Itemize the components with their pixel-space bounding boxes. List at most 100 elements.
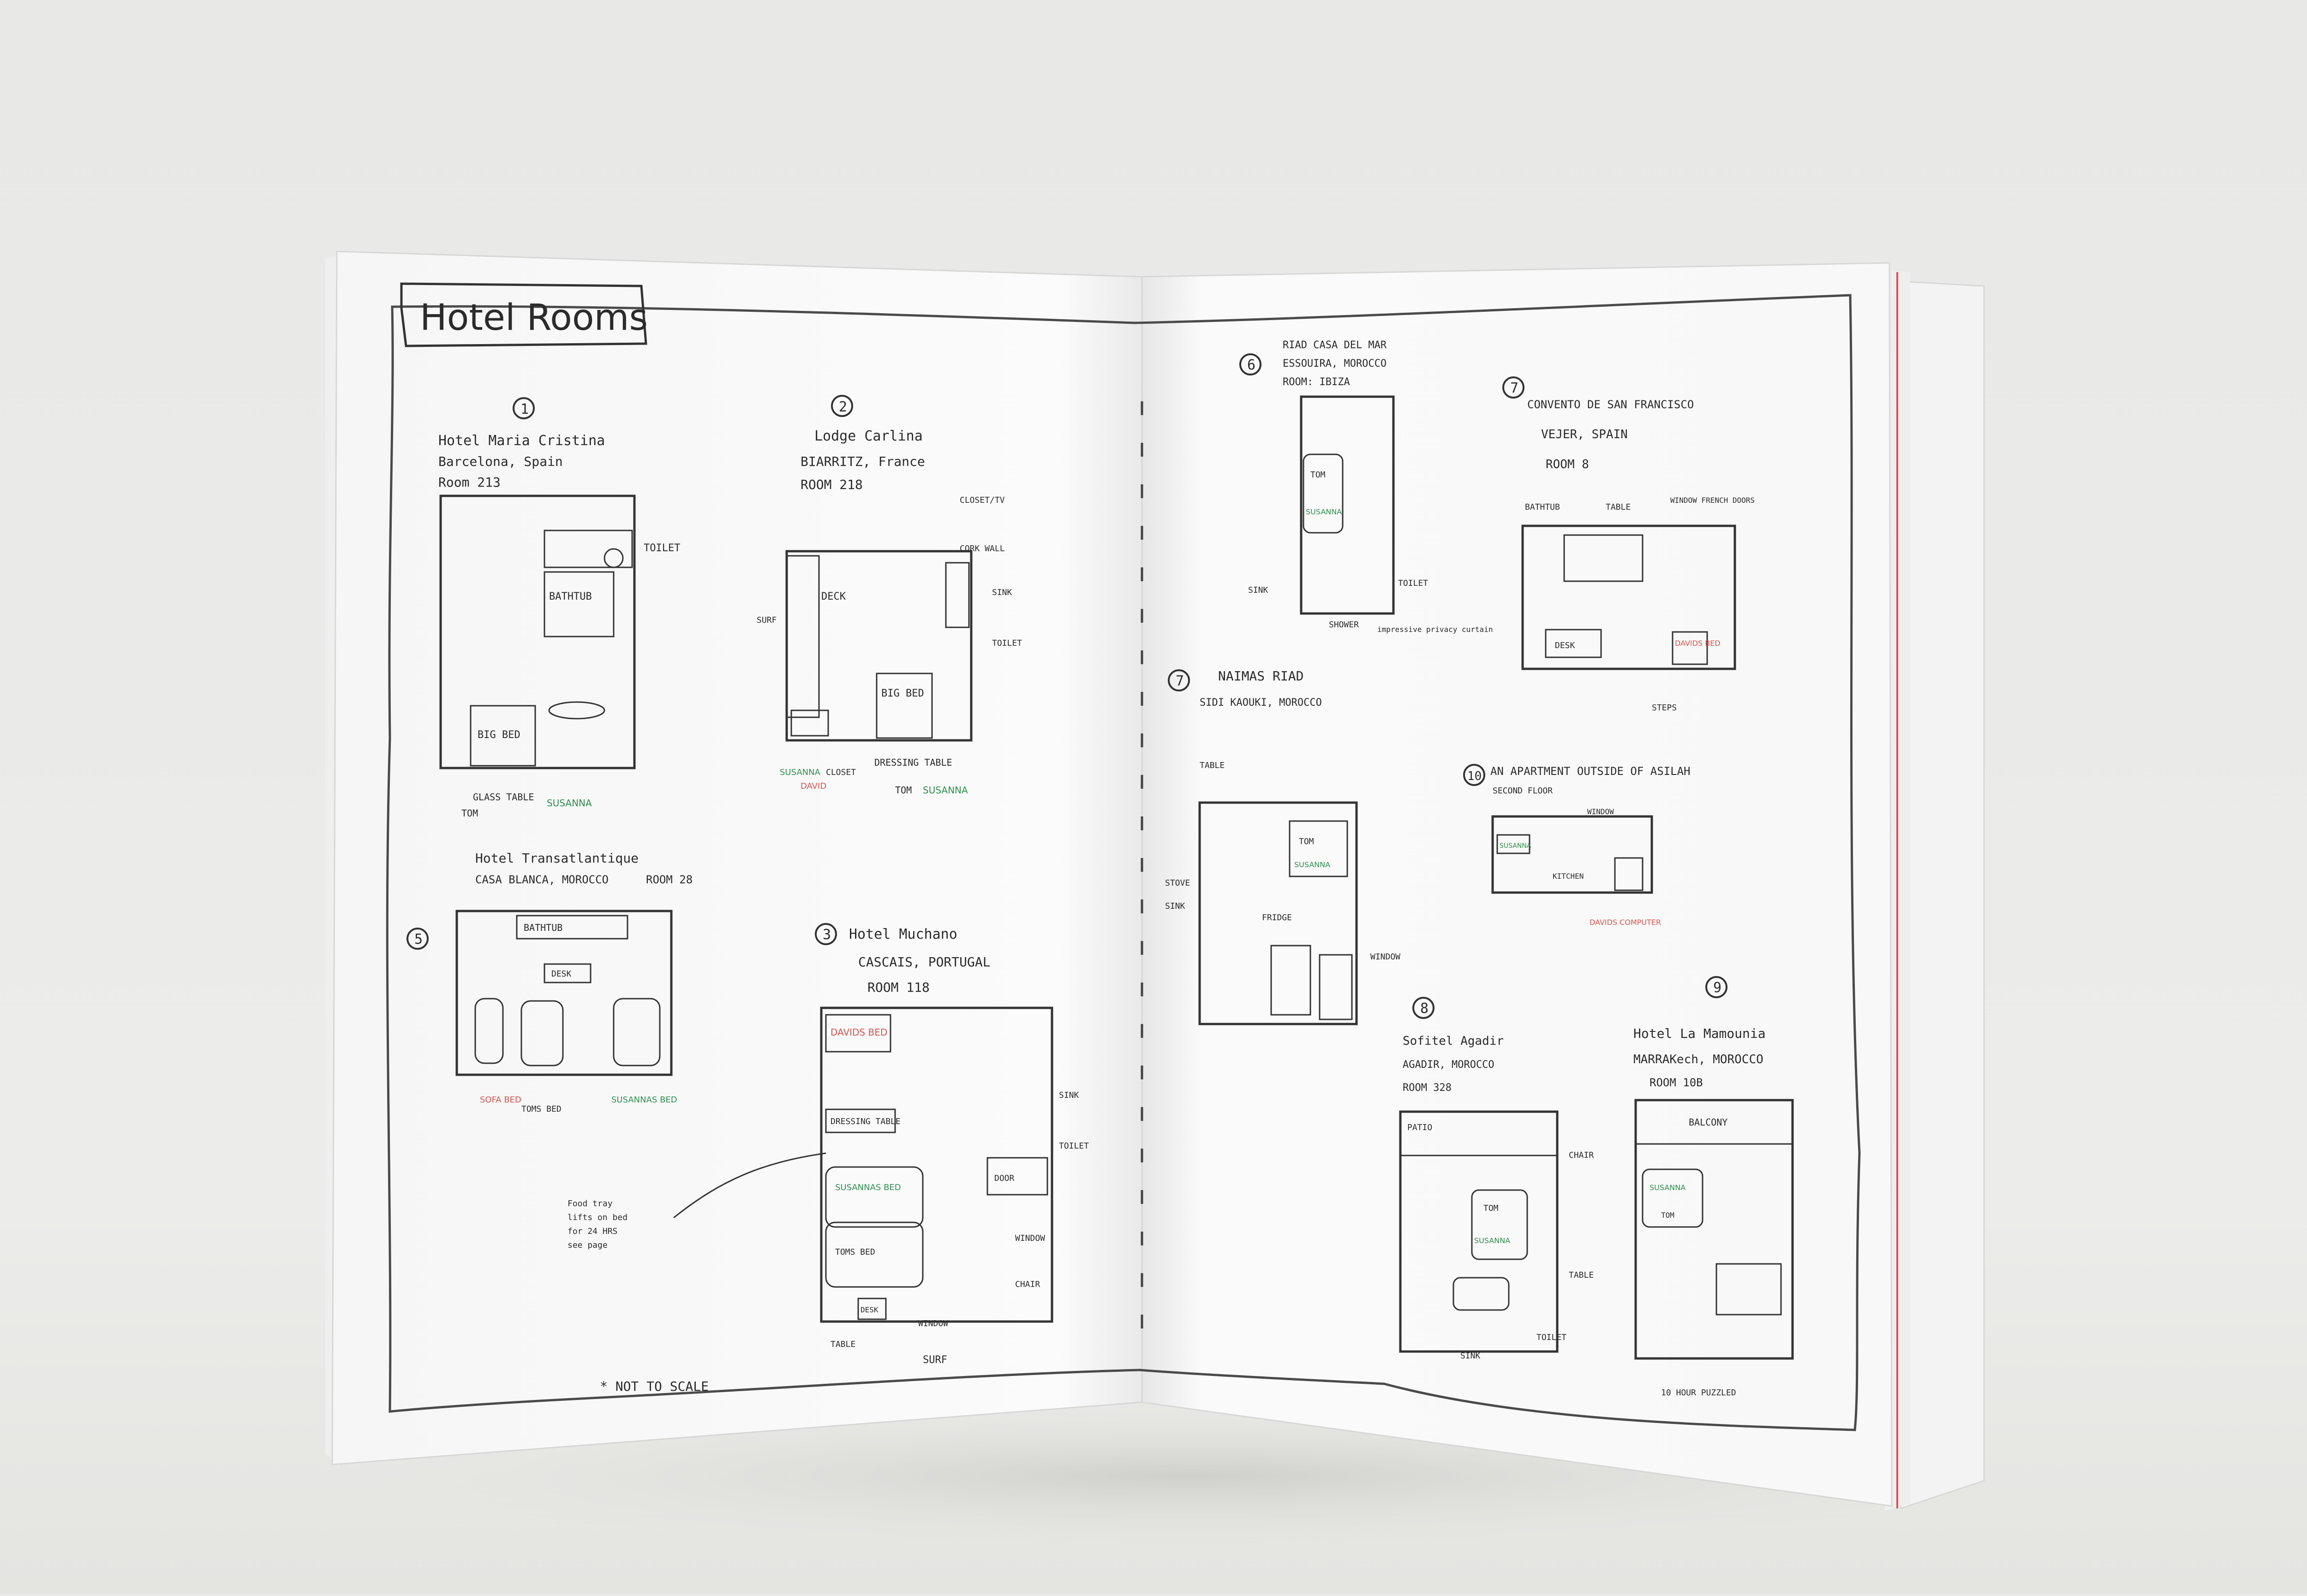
room-place: ESSOUIRA, MOROCCO: [1283, 358, 1387, 369]
svg-text:DRESSING TABLE: DRESSING TABLE: [874, 757, 952, 768]
svg-text:WINDOW: WINDOW: [1015, 1233, 1045, 1243]
room-number-badge: [1705, 976, 1727, 998]
svg-text:SURF: SURF: [923, 1354, 947, 1366]
svg-text:SUSANNA: SUSANNA: [923, 785, 968, 796]
room-number: 8: [1420, 1000, 1428, 1017]
svg-text:TOMS BED: TOMS BED: [835, 1247, 875, 1257]
svg-text:TOILET: TOILET: [1059, 1141, 1089, 1151]
room-hotel-name: RIAD CASA DEL MAR: [1283, 339, 1387, 351]
svg-text:SUSANNA: SUSANNA: [1294, 860, 1330, 869]
room-number-text: ROOM 28: [646, 873, 693, 886]
svg-text:lifts on bed: lifts on bed: [568, 1213, 628, 1222]
svg-text:SUSANNA: SUSANNA: [780, 768, 821, 777]
svg-text:TOILET: TOILET: [992, 638, 1022, 648]
room-8-sketch: 8 Sofitel Agadir AGADIR, MOROCCO ROOM 32…: [1399, 997, 1594, 1361]
svg-text:TOM: TOM: [1299, 837, 1314, 846]
svg-text:CLOSET: CLOSET: [826, 768, 856, 777]
svg-text:SHOWER: SHOWER: [1329, 620, 1359, 630]
room-number: 1: [520, 401, 529, 417]
room-place: MARRAKech, MOROCCO: [1633, 1053, 1763, 1066]
svg-text:DAVIDS COMPUTER: DAVIDS COMPUTER: [1590, 918, 1661, 927]
svg-text:TOILET: TOILET: [644, 542, 680, 554]
svg-text:SINK: SINK: [1059, 1090, 1079, 1100]
svg-text:TOILET: TOILET: [1536, 1333, 1566, 1342]
room-2-sketch: 2 Lodge Carlina BIARRITZ, France ROOM 21…: [757, 395, 1022, 796]
room-number: 2: [839, 399, 847, 415]
svg-text:SINK: SINK: [1460, 1351, 1481, 1361]
not-to-scale-note: * NOT TO SCALE: [600, 1379, 709, 1394]
svg-text:SINK: SINK: [992, 588, 1012, 597]
svg-text:STOVE: STOVE: [1165, 878, 1190, 888]
room-number: 5: [414, 931, 423, 947]
room-hotel-name: Hotel Muchano: [849, 926, 957, 942]
room-hotel-name: Sofitel Agadir: [1403, 1034, 1504, 1048]
room-number-badge: [513, 397, 535, 419]
svg-text:KITCHEN: KITCHEN: [1553, 872, 1584, 881]
svg-text:Food tray: Food tray: [568, 1199, 613, 1209]
svg-text:BIG BED: BIG BED: [881, 688, 924, 699]
svg-text:SUSANNAS BED: SUSANNAS BED: [611, 1095, 677, 1105]
svg-text:DESK: DESK: [1555, 641, 1575, 650]
room-number: 6: [1247, 357, 1255, 373]
room-naimas-sketch: 7 NAIMAS RIAD SIDI KAOUKI, MOROCCO TOM S…: [1165, 668, 1400, 1025]
svg-text:TABLE: TABLE: [1569, 1270, 1594, 1280]
room-number-text: ROOM 118: [867, 980, 930, 995]
room-number: 9: [1713, 980, 1721, 996]
svg-text:TOM: TOM: [1661, 1211, 1674, 1220]
room-6-sketch: 6 RIAD CASA DEL MAR ESSOUIRA, MOROCCO RO…: [1239, 339, 1493, 634]
room-9-sketch: 9 Hotel La Mamounia MARRAKech, MOROCCO R…: [1633, 976, 1794, 1398]
svg-text:WINDOW: WINDOW: [1587, 807, 1614, 816]
svg-text:TOMS BED: TOMS BED: [521, 1104, 562, 1114]
svg-text:SUSANNA: SUSANNA: [1306, 507, 1342, 516]
svg-text:TOM: TOM: [1483, 1203, 1499, 1213]
svg-text:SUSANNA: SUSANNA: [1650, 1183, 1685, 1192]
room-hotel-name: Hotel Transatlantique: [475, 851, 639, 866]
room-hotel-name: NAIMAS RIAD: [1218, 668, 1303, 684]
room-place: BIARRITZ, France: [801, 454, 925, 469]
room-number-badge: [1239, 353, 1261, 375]
room-number-text: ROOM 328: [1403, 1082, 1452, 1094]
svg-text:DESK: DESK: [861, 1305, 879, 1314]
svg-text:DOOR: DOOR: [994, 1173, 1015, 1183]
svg-text:PATIO: PATIO: [1407, 1123, 1432, 1132]
svg-text:TOM: TOM: [1310, 470, 1326, 480]
svg-text:DECK: DECK: [821, 591, 846, 602]
svg-text:CORK WALL: CORK WALL: [960, 544, 1005, 554]
room-number-badge: [1168, 669, 1190, 691]
hand-drawn-border: [386, 294, 1861, 1431]
svg-text:TABLE: TABLE: [1606, 502, 1631, 512]
room-number: 7: [1176, 673, 1184, 689]
room-number-badge: [1502, 376, 1524, 399]
svg-text:see page: see page: [568, 1240, 608, 1250]
room-place: CASA BLANCA, MOROCCO: [475, 873, 609, 886]
svg-text:BATHTUB: BATHTUB: [524, 922, 562, 933]
room-number: 10: [1467, 769, 1482, 783]
page-title: Hotel Rooms: [420, 297, 648, 339]
svg-text:DAVIDS BED: DAVIDS BED: [1675, 639, 1721, 648]
svg-text:WINDOW: WINDOW: [918, 1319, 948, 1328]
room-5-sketch: 5 Hotel Transatlantique CASA BLANCA, MOR…: [406, 851, 693, 1114]
svg-text:SUSANNA: SUSANNA: [1474, 1236, 1510, 1245]
room-place: Barcelona, Spain: [438, 454, 563, 469]
title-box: [400, 282, 647, 347]
room-number-badge: [1463, 764, 1485, 786]
svg-text:for 24 HRS: for 24 HRS: [568, 1227, 617, 1236]
svg-text:TABLE: TABLE: [831, 1340, 855, 1349]
room-place: CASCAIS, PORTUGAL: [858, 954, 991, 970]
room-10-sketch: 10 AN APARTMENT OUTSIDE OF ASILAH SECOND…: [1463, 764, 1690, 927]
room-hotel-name: Hotel Maria Cristina: [438, 433, 605, 449]
svg-text:SUSANNA: SUSANNA: [547, 798, 592, 809]
room-number-badge: [831, 395, 853, 417]
room-hotel-name: Lodge Carlina: [814, 428, 923, 444]
svg-text:STEPS: STEPS: [1652, 703, 1677, 713]
svg-text:SURF: SURF: [757, 615, 777, 625]
room-number-text: ROOM: IBIZA: [1283, 376, 1350, 388]
svg-text:SINK: SINK: [1165, 901, 1185, 911]
svg-text:DESK: DESK: [551, 969, 572, 979]
svg-text:BATHTUB: BATHTUB: [1525, 502, 1560, 512]
svg-text:DAVID: DAVID: [801, 781, 826, 791]
svg-text:BALCONY: BALCONY: [1689, 1117, 1727, 1128]
svg-text:SUSANNAS BED: SUSANNAS BED: [835, 1183, 901, 1192]
